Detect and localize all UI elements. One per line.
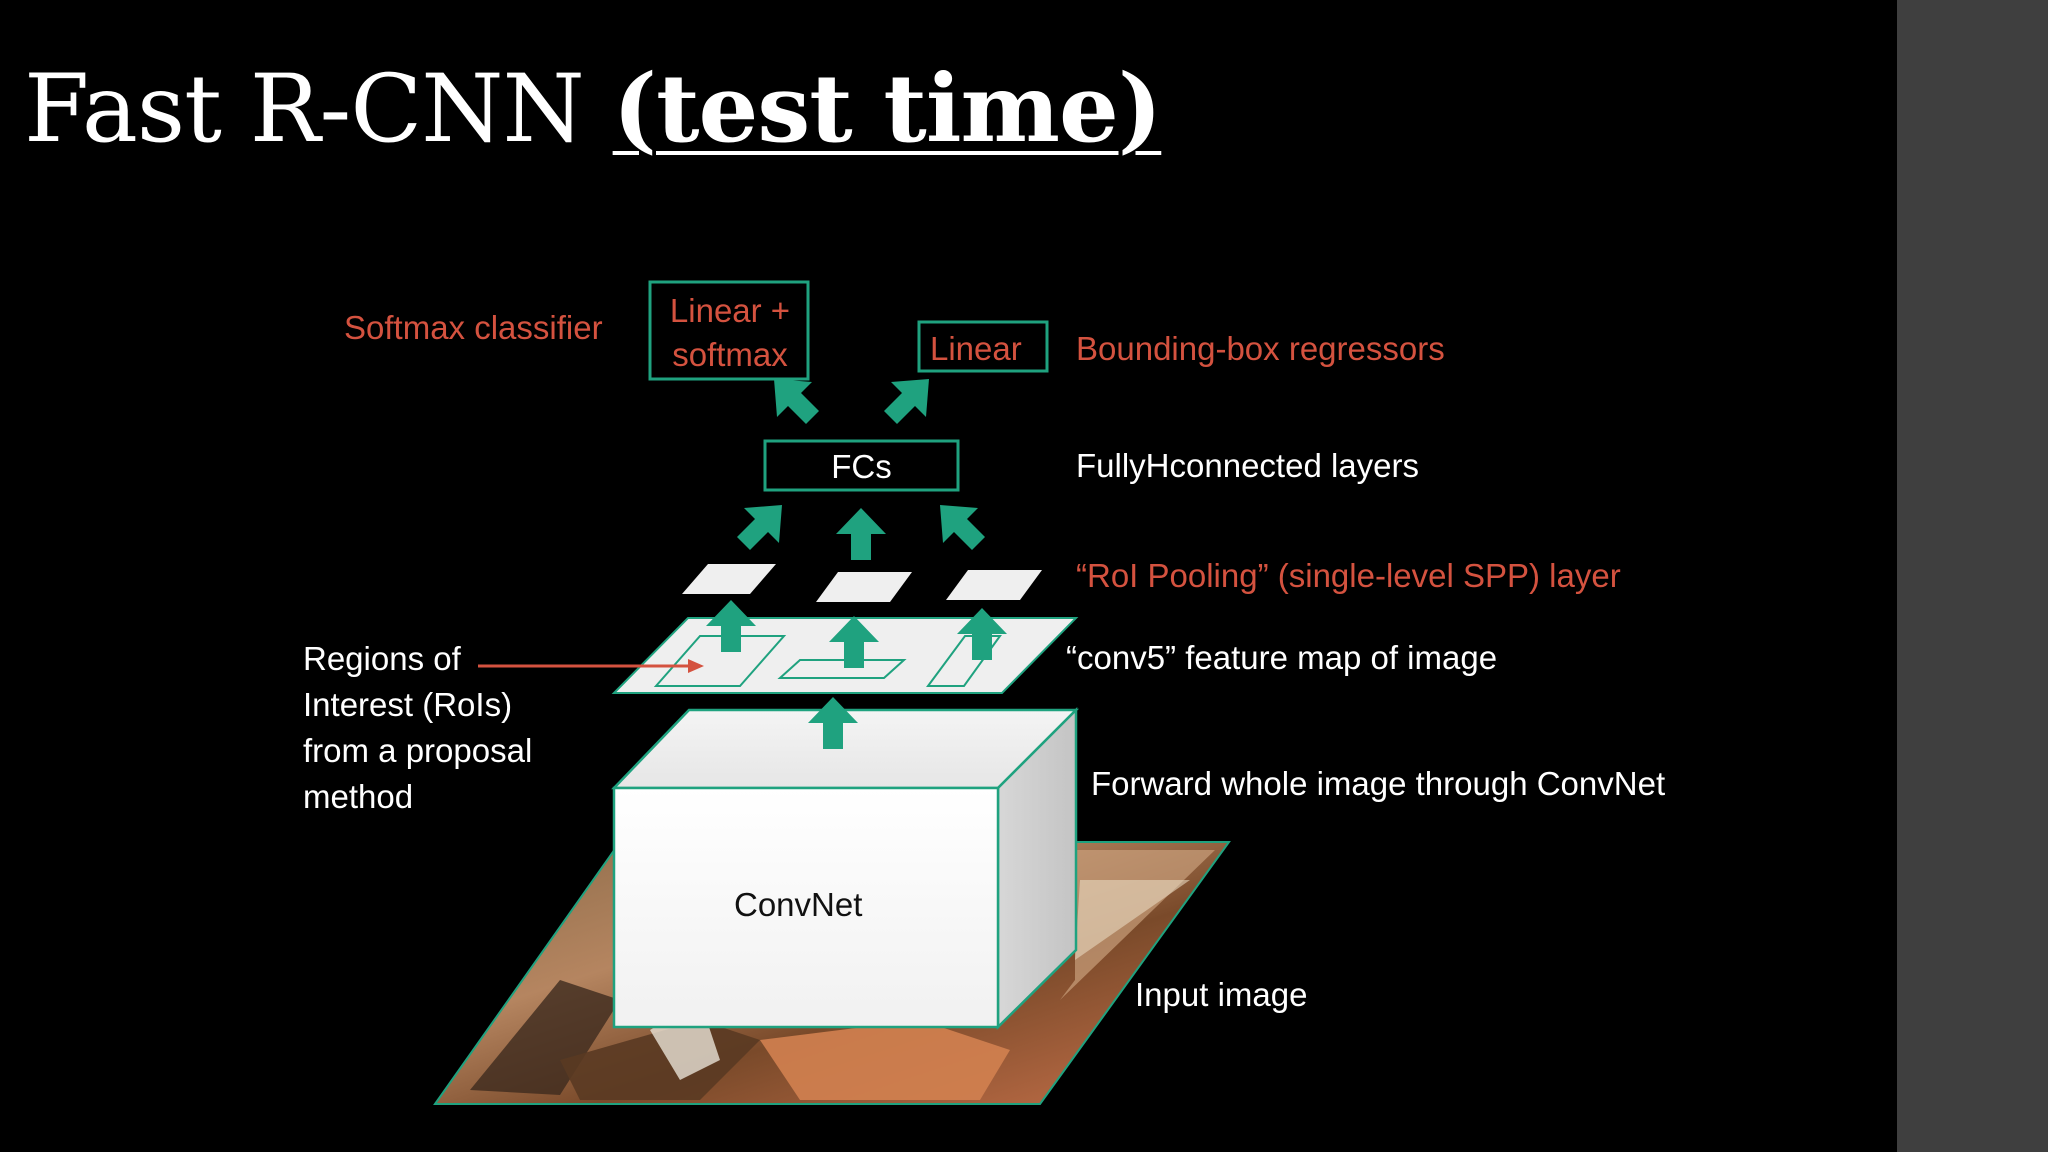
pooled-feature-3 bbox=[946, 570, 1042, 600]
fully-connected-label: FullyHconnected layers bbox=[1076, 447, 1419, 484]
regions-line-2: Interest (RoIs) bbox=[303, 686, 513, 723]
arrow-pool-1-up bbox=[737, 505, 782, 550]
linear-label: Linear bbox=[930, 330, 1022, 367]
regions-of-interest-label: Regions of Interest (RoIs) from a propos… bbox=[303, 636, 532, 820]
input-image-label: Input image bbox=[1135, 976, 1308, 1013]
linear-softmax-label-line2: softmax bbox=[672, 336, 788, 373]
title-emphasis: (test time) bbox=[612, 54, 1163, 164]
arrow-pool-2-up bbox=[836, 508, 886, 560]
roi-pooling-label: “RoI Pooling” (single-level SPP) layer bbox=[1076, 557, 1621, 594]
convnet-label: ConvNet bbox=[734, 886, 863, 923]
title-main: Fast R-CNN bbox=[24, 55, 613, 164]
roi-pointer-arrowhead bbox=[688, 659, 704, 673]
arrow-pool-3-up bbox=[940, 505, 985, 550]
pooled-feature-2 bbox=[816, 572, 912, 602]
arrow-fc-to-softmax bbox=[774, 379, 819, 424]
arrow-roi-3-up bbox=[957, 608, 1007, 660]
linear-box bbox=[917, 320, 1049, 373]
forward-label: Forward whole image through ConvNet bbox=[1091, 765, 1666, 802]
slide-title: Fast R-CNN (test time) bbox=[24, 62, 1162, 157]
regions-line-3: from a proposal bbox=[303, 732, 533, 769]
roi-box-2 bbox=[777, 659, 907, 679]
linear-softmax-box bbox=[648, 280, 810, 381]
arrow-fc-to-linear bbox=[884, 379, 929, 424]
linear-softmax-label-line1: Linear + bbox=[669, 292, 791, 329]
fast-rcnn-diagram bbox=[433, 280, 1231, 1105]
pooled-feature-1 bbox=[682, 564, 776, 594]
arrow-roi-2-up bbox=[829, 616, 879, 668]
scrollbar[interactable] bbox=[1897, 0, 2048, 1152]
arrow-convnet-up bbox=[808, 697, 858, 749]
convnet-box bbox=[611, 706, 1080, 1030]
fcs-label: FCs bbox=[831, 448, 892, 485]
softmax-classifier-label: Softmax classifier bbox=[344, 309, 603, 346]
roi-box-3 bbox=[926, 635, 1002, 687]
conv5-map-label: “conv5” feature map of image bbox=[1066, 639, 1498, 676]
regions-line-1: Regions of bbox=[303, 640, 461, 677]
fcs-box bbox=[763, 439, 960, 492]
bbox-regressors-label: Bounding-box regressors bbox=[1076, 330, 1445, 367]
arrow-roi-1-up bbox=[706, 600, 756, 652]
regions-line-4: method bbox=[303, 778, 414, 815]
slide: Fast R-CNN (test time) bbox=[24, 62, 1666, 1105]
roi-box-1 bbox=[653, 635, 787, 687]
